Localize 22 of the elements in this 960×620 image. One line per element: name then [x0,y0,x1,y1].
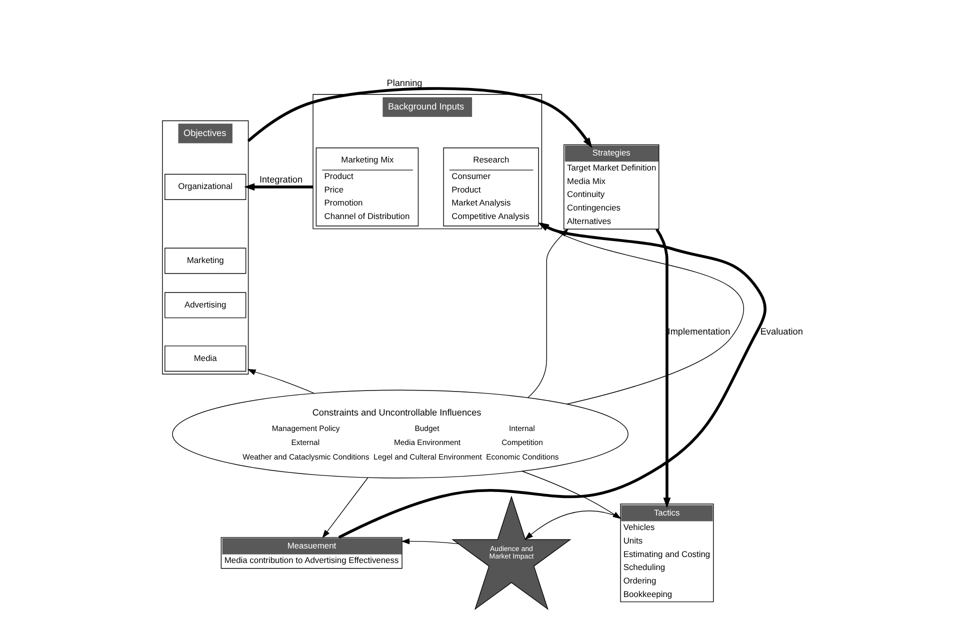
node-box: Advertising [164,292,246,318]
arrow [655,228,670,508]
node-box: Research Consumer Product Market Analysis Competitive Analysis [442,148,538,226]
arrow [244,183,313,191]
edge-label: Evaluation [760,326,802,336]
node-box: Media [164,346,246,372]
node-box: Organizational [164,174,246,200]
node-box: Marketing Mix Product Price Promotion Channel of Distribution [315,148,418,226]
arrow [540,222,744,404]
edge-label: Implementation [667,326,730,336]
edge-label: Planning [386,78,422,88]
node-box: Marketing [164,248,246,274]
arrow [527,228,568,398]
node-ellipse: Constraints and Uncontrollable Influences Management Policy Budget Internal External Media Environment Competition Weather and Cataclysmic Conditions Legel and Culteral Environment Economic Conditions [172,390,628,478]
arrow [246,87,592,148]
arrow [521,470,621,519]
arrow [322,477,368,538]
arrow [524,510,620,540]
arrow [246,368,314,394]
edge-label: Integration [258,174,302,184]
arrow [338,222,766,539]
arrow [400,538,458,544]
